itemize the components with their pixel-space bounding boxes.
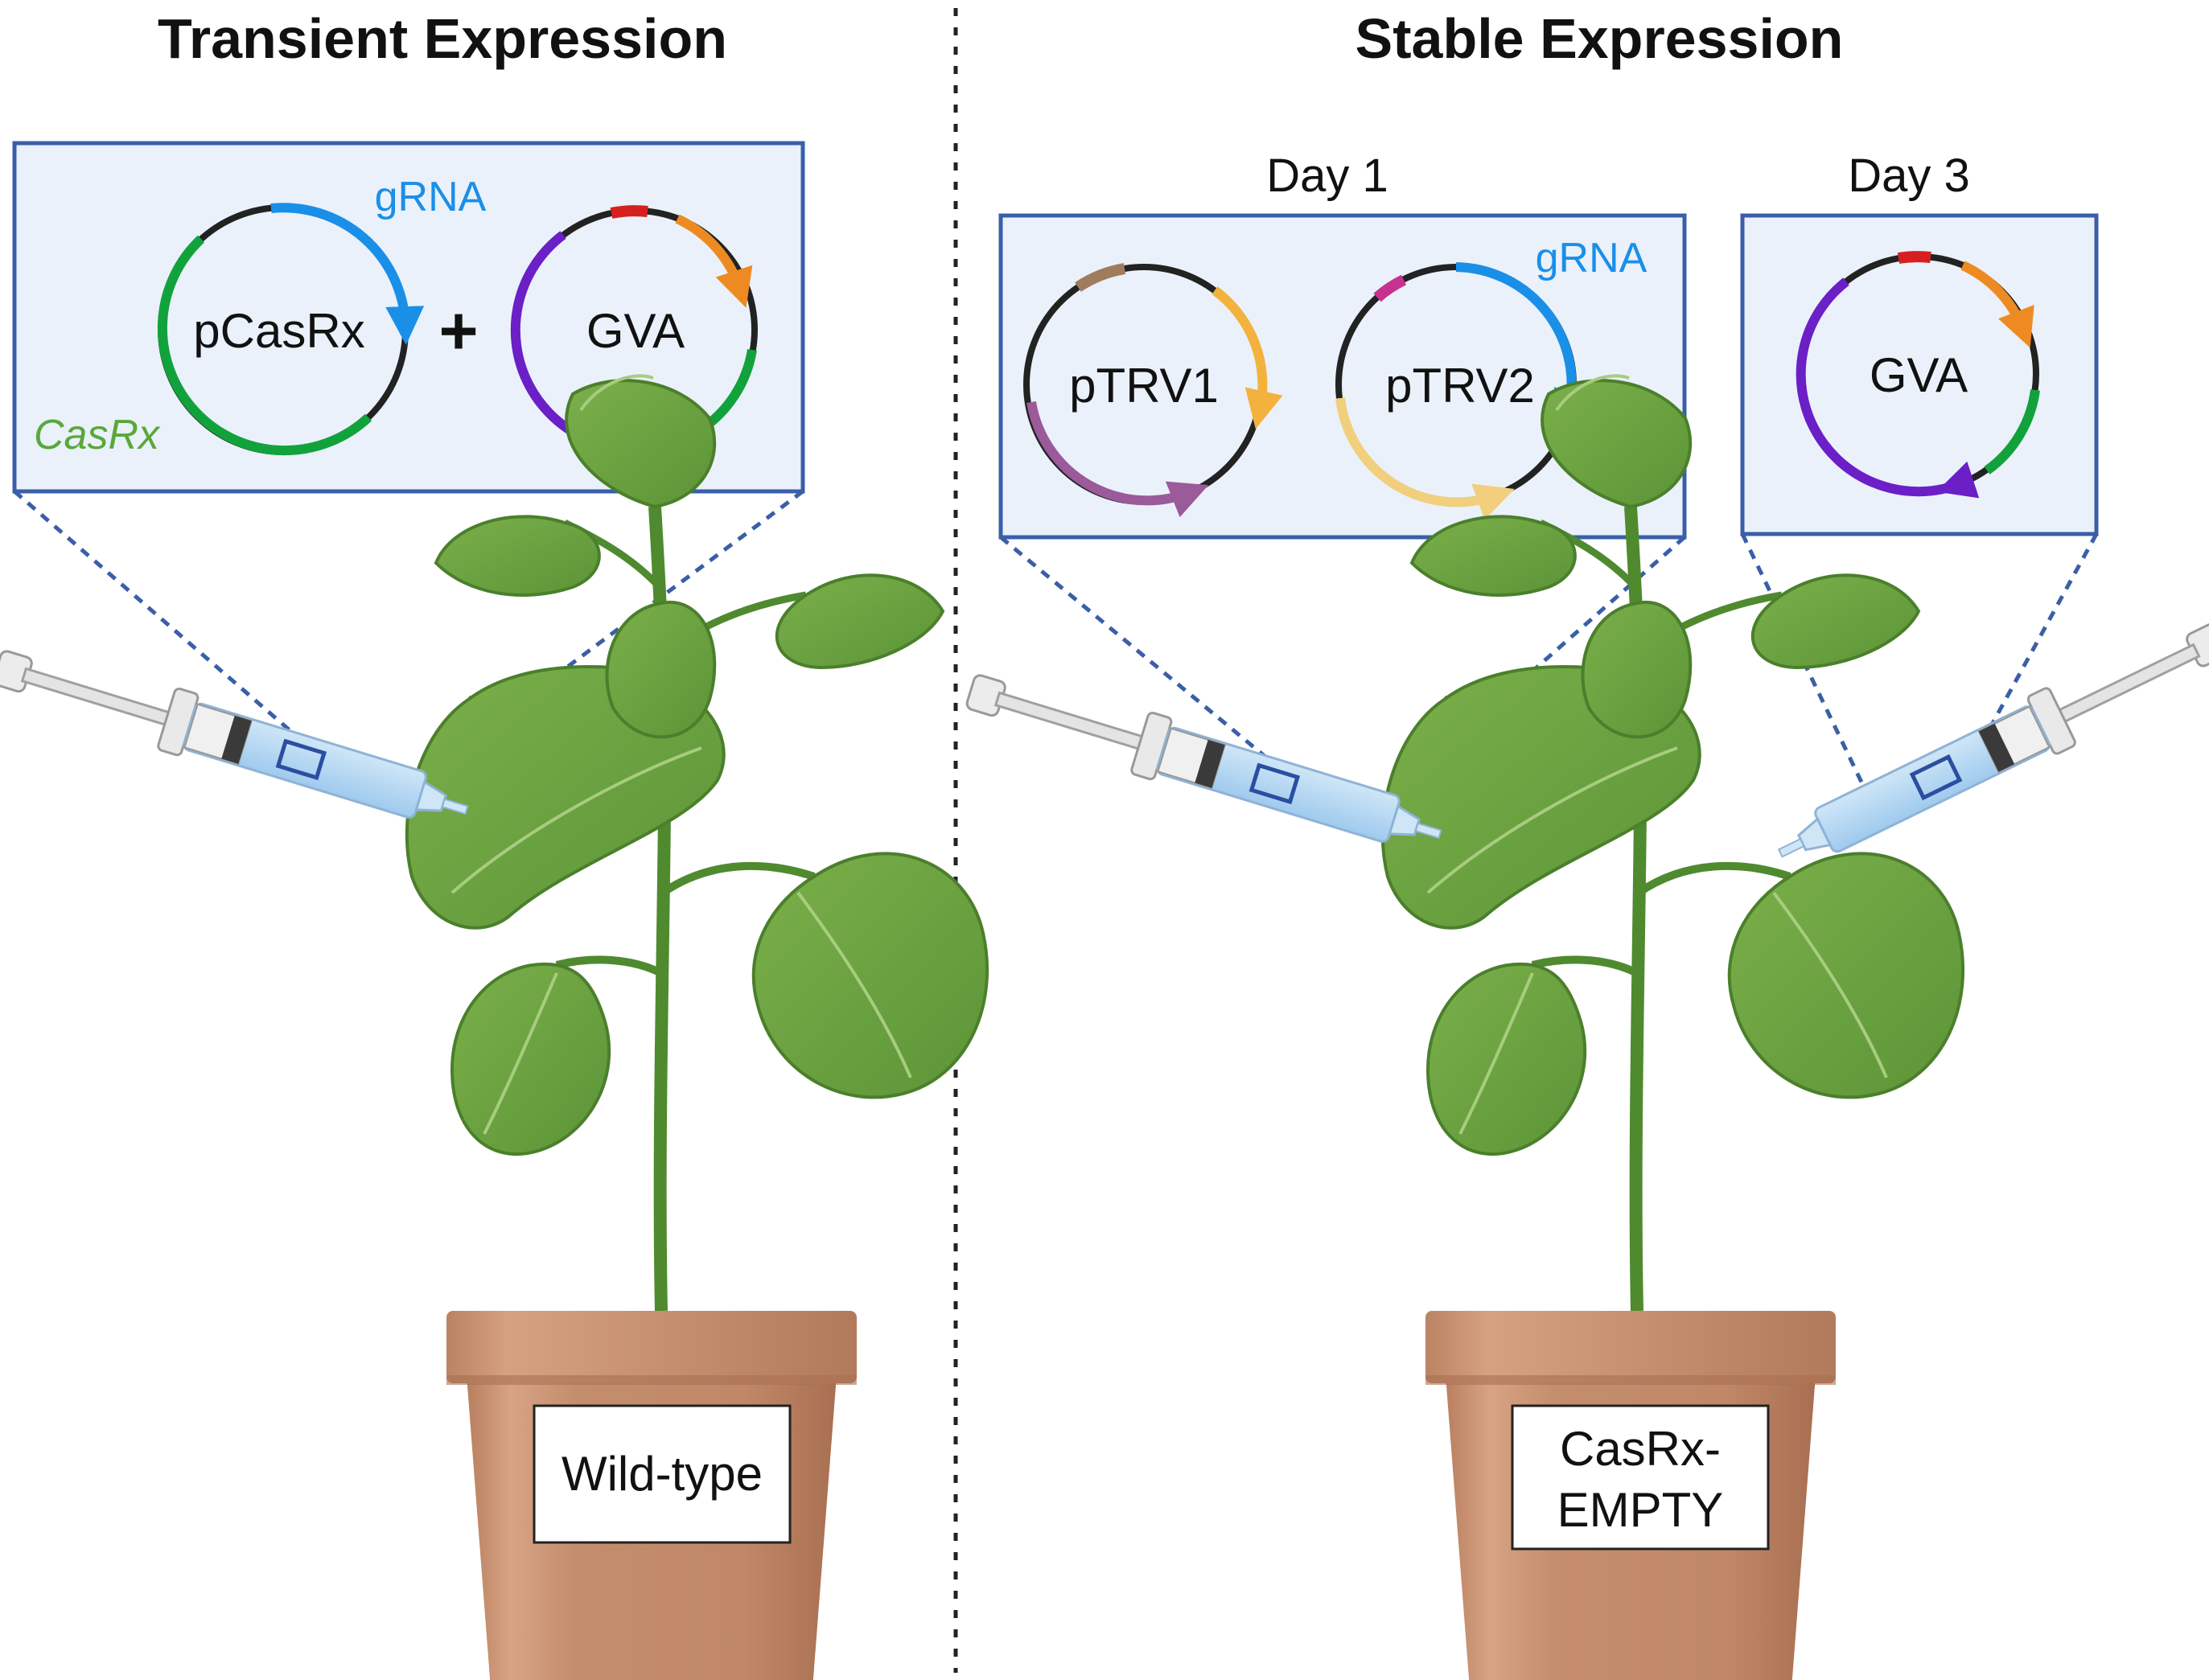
plus-sign: + — [438, 293, 478, 368]
casrx-empty-pot-label-box — [1511, 1404, 1770, 1551]
gva-right-plasmid — [1796, 251, 2040, 499]
ptrv1-plasmid — [1023, 263, 1283, 518]
wild-type-plant — [407, 376, 987, 1311]
grna-label-left: gRNA — [375, 174, 487, 220]
callout-line — [13, 490, 339, 774]
pcasrx-label: pCasRx — [193, 304, 364, 358]
grna-segment — [270, 203, 425, 345]
transient-expression-title: Transient Expression — [158, 7, 727, 70]
casrx-segment — [157, 235, 372, 456]
gva-left-label: GVA — [586, 304, 685, 358]
pcasrx-plasmid — [157, 203, 425, 456]
casrx-empty-pot-label-line1: CasRx- — [1560, 1422, 1721, 1476]
casrx-empty-pot-label-line2: EMPTY — [1557, 1483, 1724, 1537]
stable-expression-title: Stable Expression — [1355, 7, 1844, 70]
syringe-day1 — [961, 660, 1450, 865]
callout-line — [1952, 532, 2099, 794]
syringe-left — [0, 636, 476, 841]
wild-type-pot-label: Wild-type — [562, 1447, 763, 1501]
casrx-label: CasRx — [34, 412, 161, 458]
grna-label-right: gRNA — [1536, 235, 1647, 281]
wild-type-pot-label-box — [533, 1404, 792, 1544]
day1-label: Day 1 — [1266, 150, 1388, 202]
ptrv1-label: pTRV1 — [1069, 359, 1219, 413]
ptrv2-label: pTRV2 — [1385, 359, 1535, 413]
gva-right-label: GVA — [1870, 348, 1968, 402]
day3-label: Day 3 — [1848, 150, 1970, 202]
callout-line — [999, 536, 1305, 790]
